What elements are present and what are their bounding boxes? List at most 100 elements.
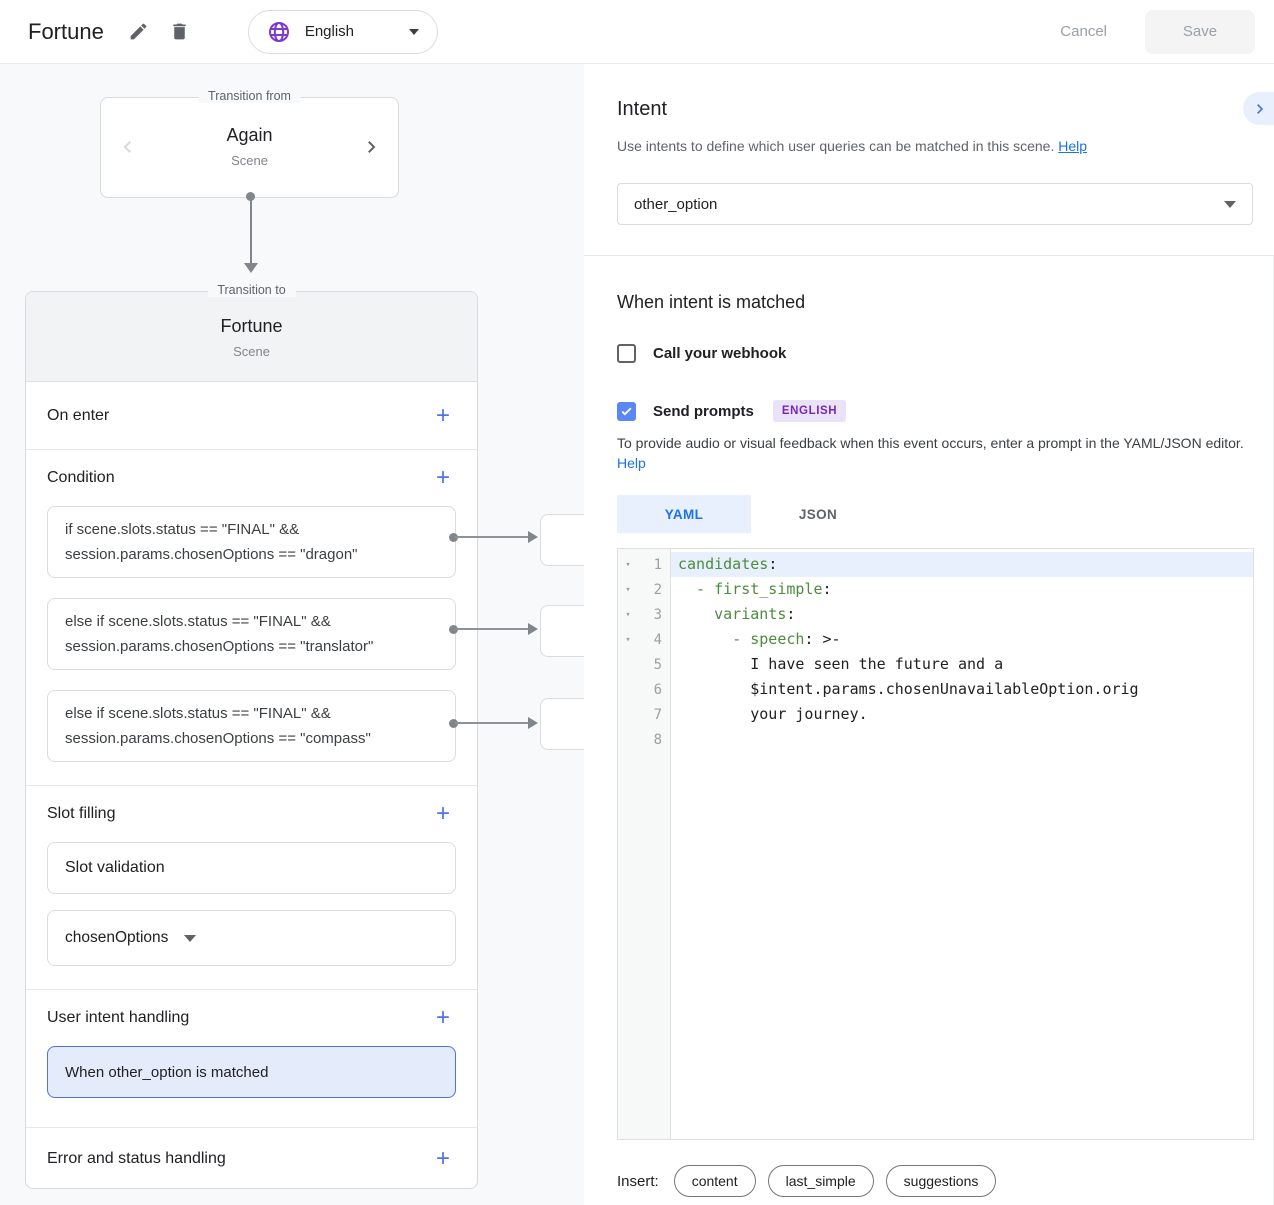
prompts-description-text: To provide audio or visual feedback when… [617,435,1244,451]
prev-scene-button[interactable] [119,136,137,163]
intent-description: Use intents to define which user queries… [617,138,1087,154]
line-number: 5 [653,656,662,673]
yaml-text: : >- [804,630,841,648]
intent-select[interactable]: other_option [617,183,1253,225]
language-badge: ENGLISH [772,400,847,422]
page-title: Fortune [28,18,104,44]
fold-icon[interactable]: ▾ [625,559,631,570]
yaml-text: your journey. [678,705,868,723]
tab-yaml[interactable]: YAML [617,495,751,533]
code-line[interactable]: I have seen the future and a [671,652,1253,677]
checkmark-icon [621,407,632,416]
collapse-panel-button[interactable] [1243,92,1274,125]
line-number: 7 [653,706,662,723]
scene-type: Scene [233,344,270,359]
fold-icon[interactable]: ▾ [625,634,631,645]
insert-suggestions-button[interactable]: suggestions [885,1165,997,1197]
yaml-text: : [822,580,832,598]
slot-validation-card[interactable]: Slot validation [47,842,456,894]
slot-filling-label: Slot filling [47,805,116,822]
condition-card-compass[interactable]: else if scene.slots.status == "FINAL" &&… [47,690,456,762]
intent-handler-label: When other_option is matched [65,1063,269,1081]
code-line[interactable]: $intent.params.chosenUnavailableOption.o… [671,677,1253,702]
tab-json[interactable]: JSON [751,495,885,533]
slot-param-card[interactable]: chosenOptions [47,910,456,966]
scene-canvas: Transition from Again Scene Transition t… [0,64,584,1205]
editor-code-area[interactable]: candidates: - first_simple: variants: - … [671,549,1253,1139]
plus-icon: + [435,800,450,827]
code-editor[interactable]: ▾1 ▾2 ▾3 ▾4 5 6 7 8 candidates: - first_… [617,548,1254,1140]
code-line[interactable]: - speech: >- [671,627,1253,652]
condition-text: session.params.chosenOptions == "dragon" [65,546,358,563]
delete-scene-button[interactable] [163,15,196,48]
cancel-button[interactable]: Cancel [1044,13,1123,50]
connector-dot [449,625,458,634]
flow-arrow-line [250,198,252,264]
webhook-label: Call your webhook [653,345,787,362]
prompts-row: Send prompts ENGLISH [617,400,847,422]
edit-title-button[interactable] [122,15,155,48]
plus-icon: + [435,1004,450,1031]
language-label: English [304,23,355,40]
prompts-checkbox[interactable] [617,401,636,421]
add-condition-button[interactable]: + [430,464,456,492]
yaml-key: - first_simple [678,580,823,598]
webhook-checkbox[interactable] [617,344,636,363]
error-handling-label: Error and status handling [47,1150,226,1167]
add-error-handler-button[interactable]: + [430,1145,456,1173]
line-number: 1 [653,556,662,573]
chevron-down-icon [1224,200,1236,208]
chevron-down-icon [408,28,419,35]
condition-target-card[interactable] [540,514,584,566]
transition-from-card[interactable]: Transition from Again Scene [100,89,399,198]
yaml-text: $intent.params.chosenUnavailableOption.o… [678,680,1139,698]
prompts-description: To provide audio or visual feedback when… [617,433,1257,473]
intent-help-link[interactable]: Help [1058,138,1088,154]
section-on-enter: On enter + [26,382,477,450]
transition-from-scene-type: Scene [231,153,268,168]
fold-icon[interactable]: ▾ [625,609,631,620]
user-intent-label: User intent handling [47,1009,190,1026]
connector-line [455,628,531,630]
condition-target-card[interactable] [540,605,584,657]
webhook-row: Call your webhook [617,344,786,363]
editor-tabs: YAML JSON [617,495,885,533]
save-button[interactable]: Save [1145,9,1255,54]
scene-name: Fortune [220,316,283,336]
line-number: 6 [653,681,662,698]
add-on-enter-button[interactable]: + [430,402,456,430]
scene-card-header: Fortune Scene [26,292,477,382]
fold-icon[interactable]: ▾ [625,584,631,595]
code-line[interactable]: - first_simple: [671,577,1253,602]
section-divider [584,255,1274,256]
connector-arrow-icon [528,623,538,635]
add-intent-handler-button[interactable]: + [430,1004,456,1032]
intent-handler-card-selected[interactable]: When other_option is matched [47,1046,456,1098]
yaml-text: I have seen the future and a [678,655,1004,673]
connector-dot [449,533,458,542]
code-line[interactable] [671,727,1253,752]
on-enter-label: On enter [47,406,110,424]
slot-param-label: chosenOptions [65,929,169,946]
code-line[interactable]: variants: [671,602,1253,627]
next-scene-button[interactable] [362,136,380,163]
code-line[interactable]: candidates: [671,552,1253,577]
condition-card-dragon[interactable]: if scene.slots.status == "FINAL" && sess… [47,506,456,578]
condition-text: session.params.chosenOptions == "transla… [65,638,374,655]
add-slot-button[interactable]: + [430,800,456,828]
insert-label: Insert: [617,1172,659,1190]
insert-content-button[interactable]: content [673,1165,756,1197]
condition-card-translator[interactable]: else if scene.slots.status == "FINAL" &&… [47,598,456,670]
insert-last-simple-button[interactable]: last_simple [767,1165,874,1197]
line-number: 8 [653,731,662,748]
condition-text: session.params.chosenOptions == "compass… [65,730,371,747]
editor-gutter: ▾1 ▾2 ▾3 ▾4 5 6 7 8 [618,549,671,1139]
language-selector[interactable]: English [247,9,438,54]
yaml-text: : [786,605,796,623]
connector-arrow-icon [528,717,538,729]
prompts-help-link[interactable]: Help [617,455,646,471]
plus-icon: + [435,464,450,491]
trash-icon [173,23,186,40]
condition-target-card[interactable] [540,698,584,750]
code-line[interactable]: your journey. [671,702,1253,727]
